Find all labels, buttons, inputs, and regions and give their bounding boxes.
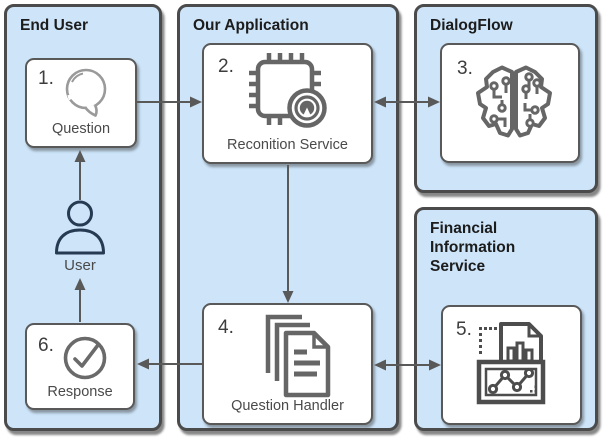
node-number: 3. (457, 58, 473, 79)
node-number: 4. (218, 317, 234, 338)
container-title: Financial Information Service (430, 220, 516, 275)
node-question: 1. Question (25, 58, 137, 148)
financial-report-icon (467, 320, 559, 413)
node-response: 6. Response (25, 323, 135, 410)
node-label: Response (47, 384, 113, 400)
check-circle-icon (60, 331, 112, 388)
brain-circuit-icon (469, 63, 559, 150)
node-financial-data: 5. (441, 305, 582, 425)
node-number: 6. (38, 335, 54, 356)
node-question-handler: 4. Question Handler (202, 303, 373, 425)
node-label: Question Handler (231, 398, 344, 414)
speech-bubble-icon (58, 65, 114, 124)
node-recognition-service: 2. Reconition Service (202, 43, 373, 164)
node-number: 5. (456, 319, 472, 340)
user-icon (50, 199, 110, 262)
node-number: 1. (38, 68, 54, 89)
documents-icon (250, 311, 334, 406)
node-number: 2. (218, 56, 234, 77)
chip-icon (240, 50, 340, 137)
node-dialogflow-engine: 3. (440, 43, 580, 163)
user-actor: User (50, 199, 110, 274)
container-title: DialogFlow (430, 17, 513, 34)
user-label: User (64, 257, 96, 274)
node-label: Question (51, 121, 111, 137)
node-label: Reconition Service (227, 137, 348, 153)
container-title: End User (20, 17, 89, 34)
container-title: Our Application (193, 17, 309, 34)
